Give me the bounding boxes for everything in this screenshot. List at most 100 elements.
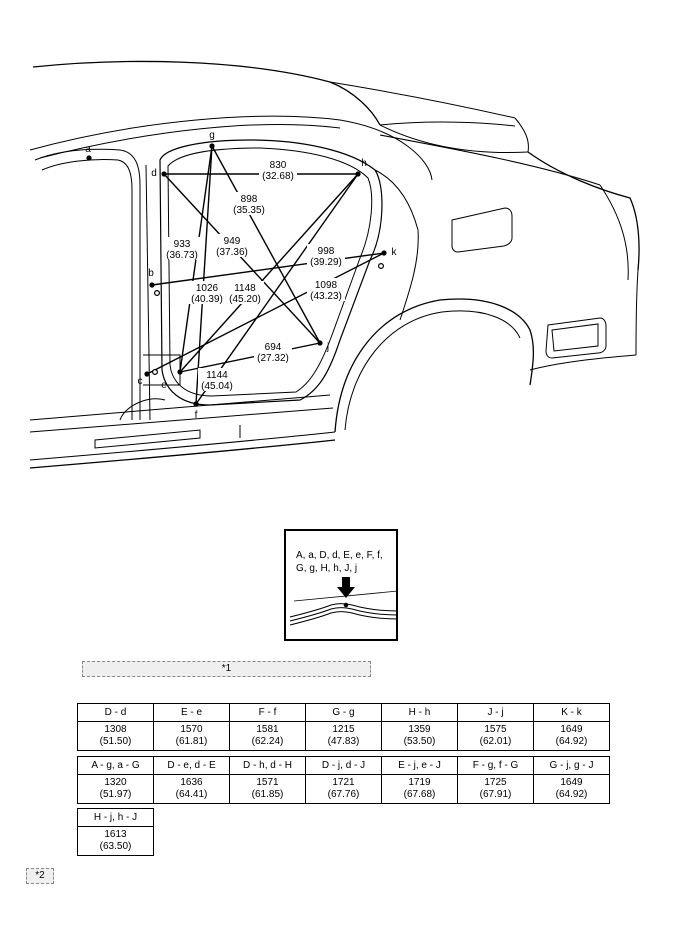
table-value-cell: 1649(64.92) xyxy=(533,721,610,751)
body-side-diagram: 830(32.68)898(35.35)933(36.73)949(37.36)… xyxy=(29,60,640,469)
hole-marker xyxy=(378,263,385,270)
point-label-k: k xyxy=(392,247,398,258)
value-mm: 1308 xyxy=(104,724,127,735)
table-header-cell: H - j, h - J xyxy=(77,808,154,827)
measurement-line-g-f xyxy=(195,145,213,405)
point-marker-h xyxy=(355,171,361,177)
measurement-line-h-f xyxy=(195,173,359,405)
point-label-j: j xyxy=(326,342,329,353)
value-in: (62.01) xyxy=(479,736,512,747)
value-mm: 1581 xyxy=(256,724,279,735)
table-header-cell: G - j, g - J xyxy=(533,756,610,775)
dimension-in-g-j: (35.35) xyxy=(233,205,265,216)
table-header-cell: F - g, f - G xyxy=(457,756,534,775)
detail-section-drawing xyxy=(289,577,399,626)
hole-marker xyxy=(152,369,159,376)
table-value-cell: 1571(61.85) xyxy=(229,774,306,804)
table-header-cell: J - j xyxy=(457,703,534,722)
value-in: (64.92) xyxy=(555,736,588,747)
arrow-down-icon xyxy=(337,577,355,598)
table-header-cell: D - h, d - H xyxy=(229,756,306,775)
dimension-mm-g-e: 933 xyxy=(174,239,191,250)
dimension-label-bg xyxy=(307,244,345,267)
dimension-in-j-e: (27.32) xyxy=(257,353,289,364)
table-value-cell: 1725(67.91) xyxy=(457,774,534,804)
point-label-e: e xyxy=(161,380,167,391)
dimension-in-g-e: (36.73) xyxy=(166,250,198,261)
value-in: (67.91) xyxy=(479,789,512,800)
dimension-mm-h-e: 1148 xyxy=(234,283,256,294)
table-header-cell: A - g, a - G xyxy=(77,756,154,775)
dimension-mm-d-j: 949 xyxy=(224,236,241,247)
point-marker-g xyxy=(209,143,215,149)
dimension-label-bg xyxy=(213,234,251,257)
value-mm: 1320 xyxy=(104,777,127,788)
value-in: (51.50) xyxy=(99,736,132,747)
table-value-cell: 1320(51.97) xyxy=(77,774,154,804)
value-mm: 1649 xyxy=(560,724,583,735)
measurement-line-k-c xyxy=(146,252,385,375)
dimension-label-bg xyxy=(259,158,297,181)
dimension-in-h-f: (45.04) xyxy=(201,381,233,392)
value-mm: 1570 xyxy=(180,724,203,735)
value-in: (61.81) xyxy=(175,736,208,747)
dimension-in-g-f: (40.39) xyxy=(191,294,223,305)
dimension-label-bg xyxy=(254,340,292,363)
table-value-cell: 1308(51.50) xyxy=(77,721,154,751)
table-header-cell: E - j, e - J xyxy=(381,756,458,775)
value-mm: 1215 xyxy=(332,724,355,735)
dimension-label-bg xyxy=(230,192,268,215)
point-label-a: a xyxy=(85,144,91,155)
point-label-f: f xyxy=(195,410,198,421)
dimension-in-d-j: (37.36) xyxy=(216,247,248,258)
table-value-cell: 1636(64.41) xyxy=(153,774,230,804)
measurement-points xyxy=(86,143,387,407)
table-header-cell: G - g xyxy=(305,703,382,722)
point-marker-d xyxy=(161,171,167,177)
value-in: (67.76) xyxy=(327,789,360,800)
value-mm: 1721 xyxy=(332,777,355,788)
point-marker-j xyxy=(317,340,323,346)
detail-point-list: A, a, D, d, E, e, F, f, G, g, H, h, J, j xyxy=(296,550,383,574)
measurement-line-h-e xyxy=(179,173,359,373)
point-label-h: h xyxy=(361,158,367,169)
measurement-line-b-k xyxy=(151,252,385,286)
table-value-cell: 1719(67.68) xyxy=(381,774,458,804)
reference-label-1: *1 xyxy=(82,661,371,677)
point-marker-k xyxy=(381,250,387,256)
table-value-cell: 1581(62.24) xyxy=(229,721,306,751)
dimension-mm-k-c: 1098 xyxy=(315,280,338,291)
value-mm: 1571 xyxy=(256,777,279,788)
table-value-cell: 1575(62.01) xyxy=(457,721,534,751)
dimension-labels: 830(32.68)898(35.35)933(36.73)949(37.36)… xyxy=(163,158,345,392)
table-header-cell: D - e, d - E xyxy=(153,756,230,775)
measurement-line-j-e xyxy=(179,342,321,373)
point-marker-a xyxy=(86,155,92,161)
vehicle-outline xyxy=(29,60,640,469)
value-mm: 1725 xyxy=(484,777,507,788)
dimension-label-bg xyxy=(198,368,236,391)
table-value-cell: 1570(61.81) xyxy=(153,721,230,751)
point-label-c: c xyxy=(138,376,143,387)
point-label-g: g xyxy=(209,130,215,141)
value-in: (47.83) xyxy=(327,736,360,747)
table-header-cell: D - d xyxy=(77,703,154,722)
table-value-cell: 1215(47.83) xyxy=(305,721,382,751)
dimension-mm-j-e: 694 xyxy=(265,342,282,353)
table-value-cell: 1649(64.92) xyxy=(533,774,610,804)
value-in: (64.41) xyxy=(175,789,208,800)
value-in: (64.92) xyxy=(555,789,588,800)
table-header-cell: K - k xyxy=(533,703,610,722)
table-header-cell: E - e xyxy=(153,703,230,722)
point-marker-b xyxy=(149,282,155,288)
table-header-cell: F - f xyxy=(229,703,306,722)
dimension-mm-b-k: 998 xyxy=(318,246,335,257)
dimension-mm-g-j: 898 xyxy=(241,194,258,205)
dimension-mm-g-f: 1026 xyxy=(196,283,219,294)
point-marker-e xyxy=(177,369,183,375)
point-marker-f xyxy=(193,401,199,407)
dimension-in-k-c: (43.23) xyxy=(310,291,342,302)
point-label-d: d xyxy=(151,168,157,179)
